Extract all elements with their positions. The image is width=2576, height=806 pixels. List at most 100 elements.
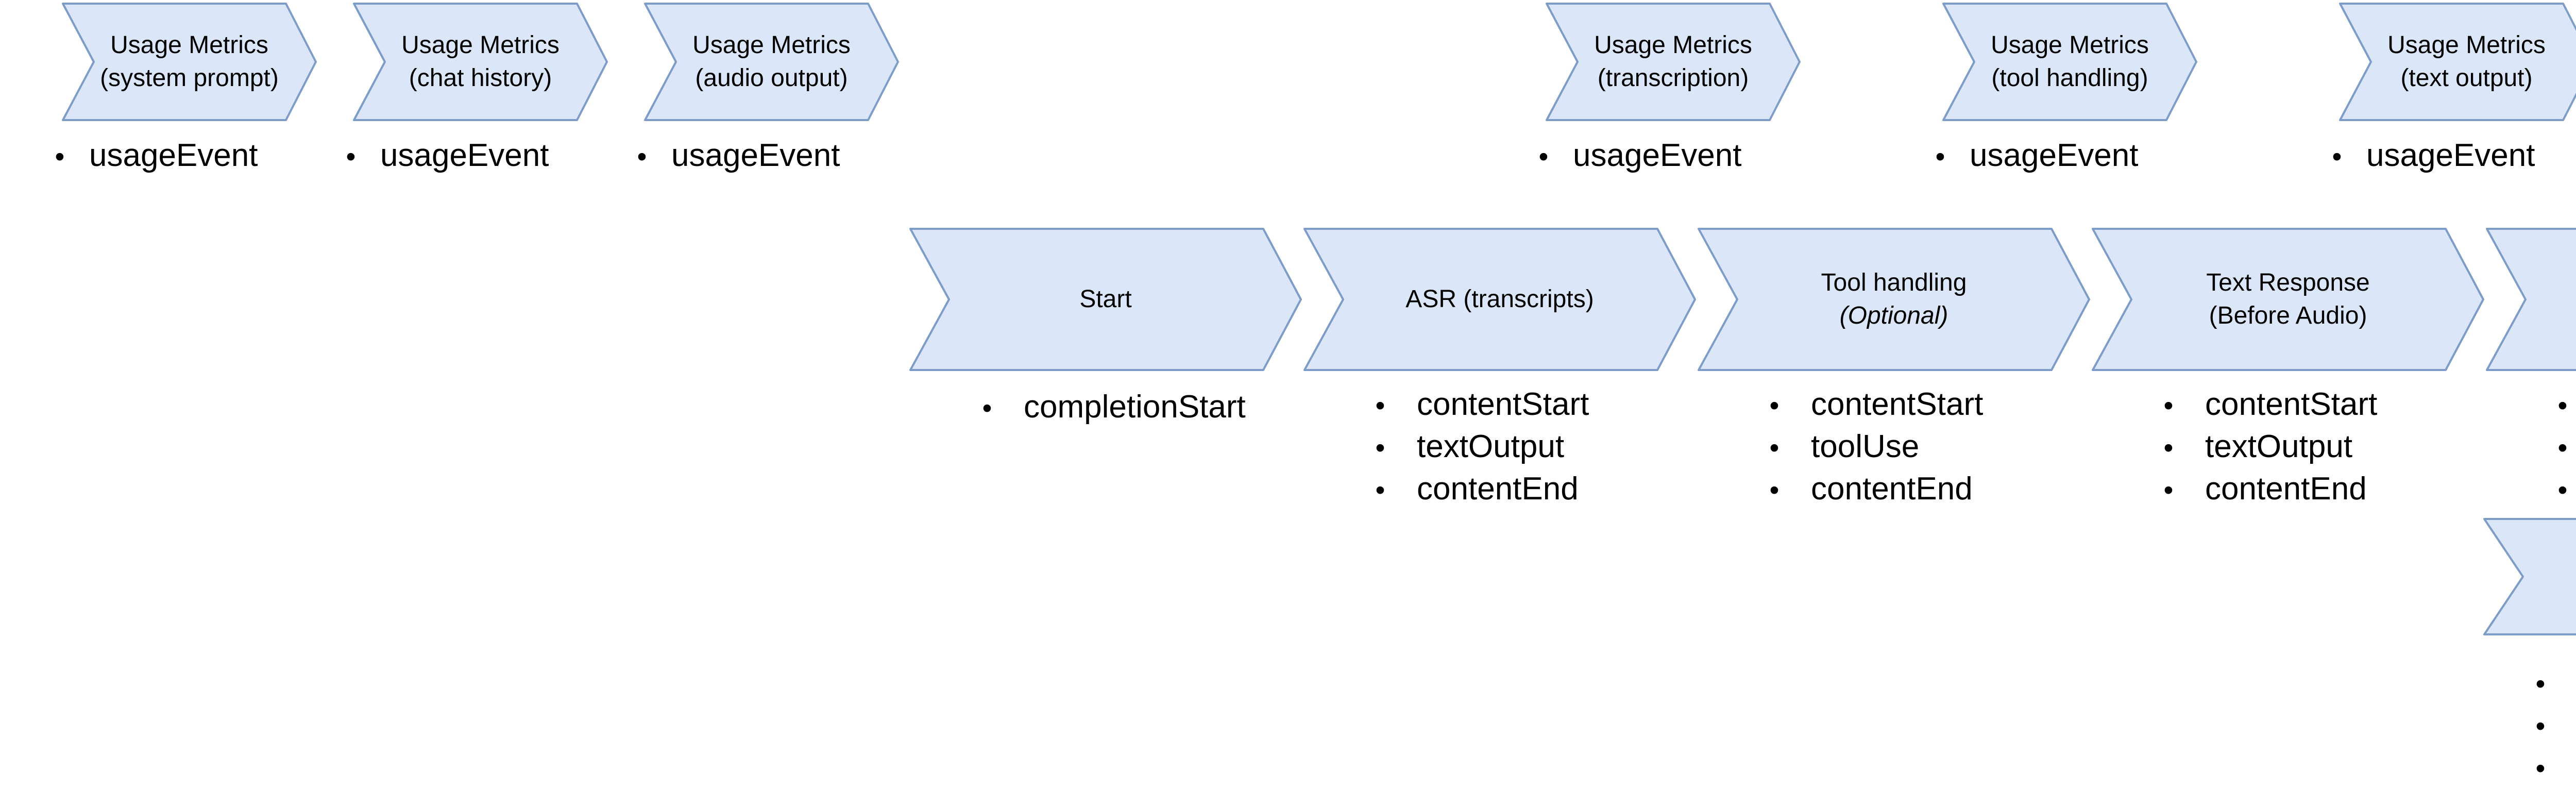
chevron-label-line2: (text output)	[2400, 64, 2533, 92]
chevron-label-line2: (system prompt)	[100, 64, 279, 92]
bullet-icon: •	[2163, 475, 2174, 506]
usage-metrics-audio-output-1-chevron: Usage Metrics (audio output)	[644, 3, 899, 121]
event-item: • contentStart	[1769, 384, 1984, 426]
event-item: • contentStart	[2163, 384, 2378, 426]
event-item: • contentEnd	[2535, 747, 2576, 789]
arrow-label-line1: Start	[1079, 286, 1132, 313]
event-item: • toolUse	[1769, 426, 1983, 468]
bullet-icon: •	[1538, 141, 1549, 172]
flow-tool-handling-arrow: Tool handling (Optional)	[1698, 228, 2090, 371]
event-item: • usageEvent	[54, 135, 258, 177]
bullet-icon: •	[55, 141, 65, 172]
usage-event-list-chat-history: • usageEvent	[345, 135, 549, 177]
chevron-label-line1: Usage Metrics	[1991, 31, 2149, 59]
flow-audio-response-arrow: Audio Response	[2486, 228, 2576, 371]
bullet-icon: •	[1769, 475, 1780, 506]
chevron-label-line2: (transcription)	[1597, 64, 1749, 92]
chevron-label-line2: (audio output)	[695, 64, 848, 92]
start-event-list: • completionStart	[981, 387, 1246, 429]
event-name: usageEvent	[1573, 138, 1742, 173]
bullet-icon: •	[2535, 668, 2546, 699]
chevron-label-line1: Usage Metrics	[1594, 31, 1752, 59]
chevron-label-line1: Usage Metrics	[110, 31, 268, 59]
event-item: • usageEvent	[345, 135, 549, 177]
chevron-label-line1: Usage Metrics	[401, 31, 560, 59]
event-item: • completionStart	[981, 387, 1246, 429]
usage-event-list-text-output: • usageEvent	[2331, 135, 2535, 177]
tool-handling-event-list: • contentStart • toolUse • contentEnd	[1769, 384, 1984, 511]
event-item: • audioOutput	[2557, 426, 2576, 468]
usage-event-list-system-prompt: • usageEvent	[54, 135, 258, 177]
event-name: usageEvent	[89, 138, 258, 173]
usage-event-list-tool-handling: • usageEvent	[1935, 135, 2139, 177]
bullet-icon: •	[1769, 390, 1780, 421]
audio-response-event-list: • contentStart • audioOutput • contentEn…	[2557, 384, 2576, 511]
bullet-icon: •	[982, 393, 992, 424]
bullet-icon: •	[2557, 432, 2568, 463]
usage-metrics-text-output-chevron: Usage Metrics (text output)	[2339, 3, 2576, 121]
bullet-icon: •	[346, 141, 356, 172]
event-item: • usageEvent	[636, 135, 840, 177]
flow-asr-transcripts-arrow: ASR (transcripts)	[1303, 228, 1696, 371]
event-item: • textOutput	[2535, 704, 2576, 747]
usage-metrics-transcription-chevron: Usage Metrics (transcription)	[1546, 3, 1801, 121]
bullet-icon: •	[2535, 711, 2546, 742]
bullet-icon: •	[1935, 141, 1945, 172]
arrow-label-line1: Tool handling	[1821, 269, 1967, 296]
event-name: completionStart	[1024, 389, 1246, 425]
event-item: • contentStart	[1375, 384, 1589, 426]
event-name: contentStart	[2205, 387, 2378, 422]
event-name: contentStart	[1417, 387, 1589, 422]
barge-in-event-list: • contentStart • textOutput • contentEnd	[2535, 662, 2576, 789]
event-item: • usageEvent	[1538, 135, 1742, 177]
event-name: usageEvent	[671, 138, 840, 173]
flow-text-response-before-audio-arrow: Text Response (Before Audio)	[2092, 228, 2484, 371]
event-name: contentEnd	[2205, 471, 2367, 507]
event-item: • contentStart	[2557, 384, 2576, 426]
bullet-icon: •	[637, 141, 647, 172]
text-response-before-audio-event-list: • contentStart • textOutput • contentEnd	[2163, 384, 2378, 511]
event-name: textOutput	[1417, 429, 1565, 464]
bullet-icon: •	[2535, 753, 2546, 784]
chevron-label-line1: Usage Metrics	[2387, 31, 2546, 59]
event-item: • contentEnd	[2163, 468, 2377, 511]
usage-metrics-chat-history-chevron: Usage Metrics (chat history)	[353, 3, 608, 121]
bullet-icon: •	[1375, 475, 1385, 506]
usage-event-list-transcription: • usageEvent	[1538, 135, 1742, 177]
flow-start-arrow: Start	[909, 228, 1302, 371]
bullet-icon: •	[2557, 390, 2568, 421]
barge-in-chevron: Barge in (User Interruption)	[2483, 518, 2576, 635]
event-name: textOutput	[2205, 429, 2353, 464]
bullet-icon: •	[1375, 432, 1385, 463]
event-item: • textOutput	[1375, 426, 1589, 468]
usage-metrics-tool-handling-chevron: Usage Metrics (tool handling)	[1942, 3, 2197, 121]
bullet-icon: •	[2332, 141, 2342, 172]
arrow-label-line1: ASR (transcripts)	[1405, 286, 1594, 313]
asr-event-list: • contentStart • textOutput • contentEnd	[1375, 384, 1589, 511]
chevron-label-line1: Usage Metrics	[692, 31, 851, 59]
event-item: • contentEnd	[1769, 468, 1983, 511]
event-item: • contentStart	[2535, 662, 2576, 704]
event-name: usageEvent	[2366, 138, 2535, 173]
chevron-label-line2: (chat history)	[409, 64, 552, 92]
event-item: • textOutput	[2163, 426, 2377, 468]
event-item: • usageEvent	[2331, 135, 2535, 177]
bullet-icon: •	[2163, 432, 2174, 463]
event-name: usageEvent	[380, 138, 549, 173]
bullet-icon: •	[1375, 390, 1385, 421]
event-name: usageEvent	[1970, 138, 2139, 173]
bullet-icon: •	[2163, 390, 2174, 421]
usage-metrics-system-prompt-chevron: Usage Metrics (system prompt)	[62, 3, 317, 121]
arrow-label-line1: Text Response	[2206, 269, 2370, 296]
arrow-label-line2: (Optional)	[1839, 302, 1948, 329]
usage-event-list-audio-output-1: • usageEvent	[636, 135, 840, 177]
bullet-icon: •	[1769, 432, 1780, 463]
event-name: contentStart	[1811, 387, 1984, 422]
event-name: toolUse	[1811, 429, 1920, 464]
event-name: contentEnd	[1811, 471, 1973, 507]
bullet-icon: •	[2557, 475, 2568, 506]
event-item: • usageEvent	[1935, 135, 2139, 177]
event-item: • contentEnd	[1375, 468, 1589, 511]
chevron-label-line2: (tool handling)	[1991, 64, 2148, 92]
